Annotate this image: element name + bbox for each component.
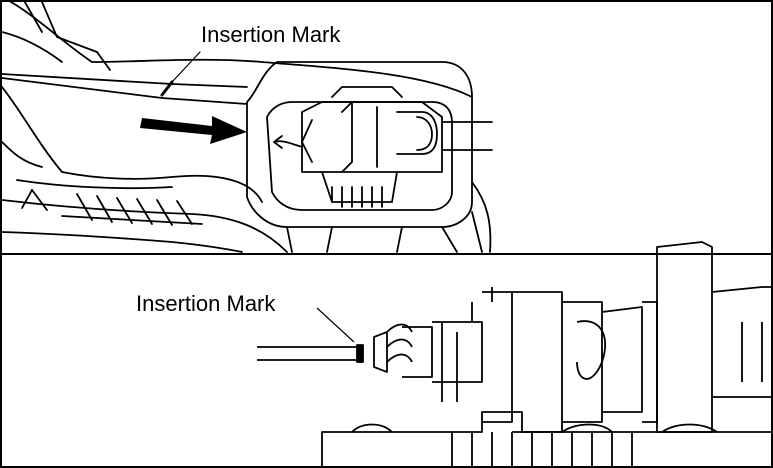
direction-arrow-icon	[140, 116, 247, 144]
top-insertion-mark-label: Insertion Mark	[201, 22, 341, 47]
bottom-insertion-mark-label: Insertion Mark	[136, 291, 276, 316]
panel-divider	[2, 253, 771, 255]
insertion-mark-band	[356, 344, 364, 363]
